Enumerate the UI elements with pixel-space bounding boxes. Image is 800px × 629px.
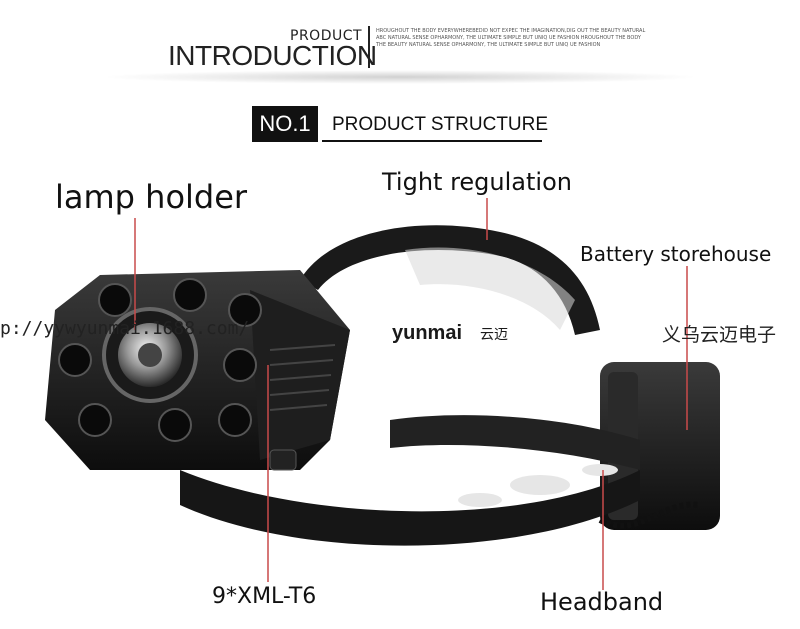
fine-print-line: ABC NATURAL SENSE OPHARMONY, THE ULTIMAT…: [376, 35, 641, 41]
header-divider: [368, 26, 370, 68]
section-underline: [322, 140, 542, 142]
label-battery-storehouse: Battery storehouse: [580, 242, 772, 266]
watermark-url: p://yywyunmai.1688.com/: [0, 318, 250, 339]
headlamp-illustration: [45, 198, 720, 590]
fine-print-line: THE BEAUTY NATURAL SENSE OPHARMONY, THE …: [376, 42, 601, 48]
section-title: PRODUCT STRUCTURE: [332, 114, 549, 135]
brand-logo: yunmai: [392, 322, 463, 344]
watermark-cn: 义乌云迈电子: [662, 324, 777, 346]
header-product: PRODUCT: [290, 28, 363, 44]
label-led: 9*XML-T6: [212, 584, 317, 609]
label-tight-regulation: Tight regulation: [382, 168, 572, 196]
header-fine-print: HROUGHOUT THE BODY EVERYWHEREBEDID NOT E…: [376, 28, 646, 49]
fine-print-line: HROUGHOUT THE BODY EVERYWHEREBEDID NOT E…: [376, 28, 646, 34]
header-introduction: INTRODUCTION: [168, 40, 377, 71]
section-number: NO.1: [252, 106, 318, 142]
header-shadow: [100, 70, 700, 84]
brand-logo-cn: 云迈: [480, 327, 508, 343]
label-headband: Headband: [540, 588, 664, 616]
label-lamp-holder: lamp holder: [55, 178, 248, 216]
